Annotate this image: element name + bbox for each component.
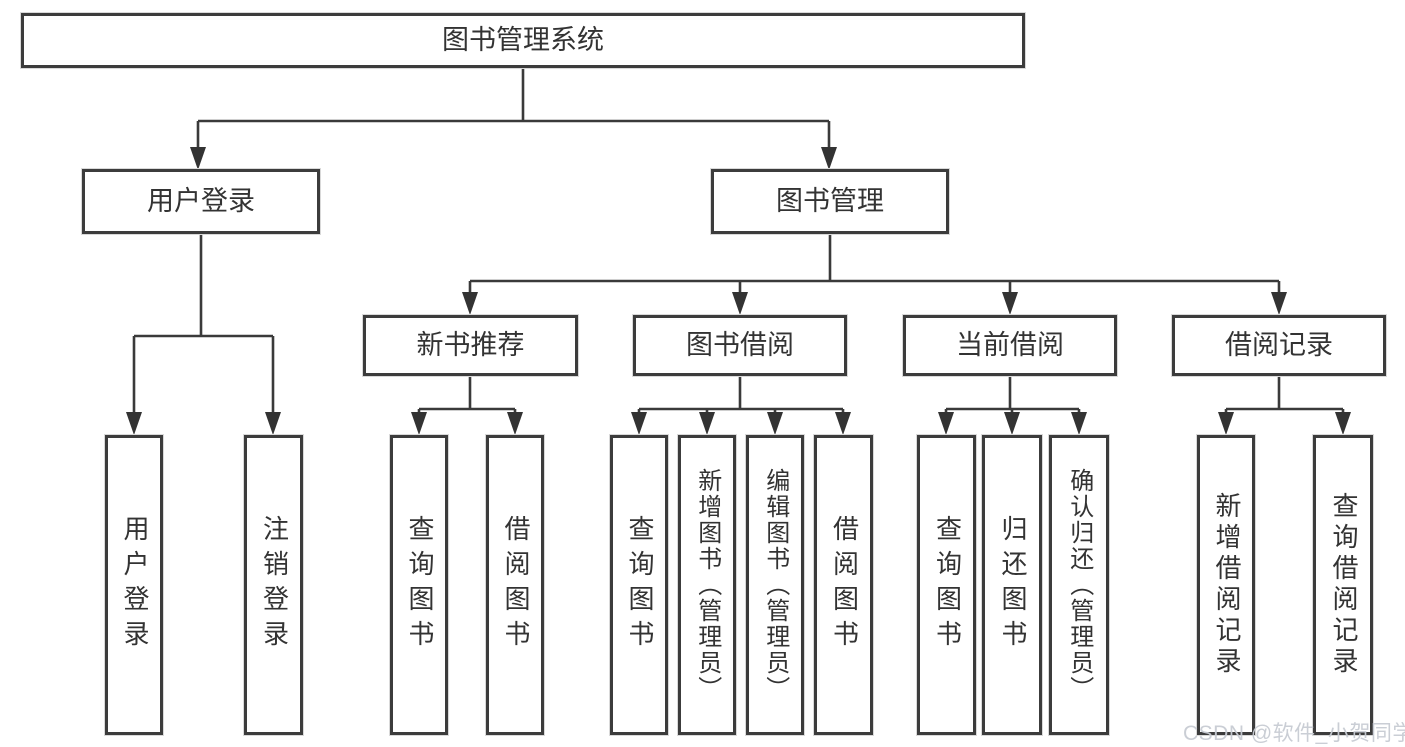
leaf-add-books-admin: 新增图书（管理员） <box>678 435 736 735</box>
leaf-confirm-return-admin-label: 确认归还（管理员） <box>1065 468 1093 702</box>
leaf-query-borrow-record: 查询借阅记录 <box>1313 435 1373 735</box>
leaf-return-books-label: 归还图书 <box>997 515 1028 655</box>
node-borrow-records: 借阅记录 <box>1172 315 1386 376</box>
node-new-books-label: 新书推荐 <box>416 329 525 360</box>
leaf-query-books-1-label: 查询图书 <box>404 515 435 655</box>
node-root: 图书管理系统 <box>21 13 1025 68</box>
leaf-add-borrow-record-label: 新增借阅记录 <box>1211 492 1242 678</box>
leaf-add-books-admin-label: 新增图书（管理员） <box>693 468 721 702</box>
leaf-query-books-3: 查询图书 <box>917 435 976 735</box>
leaf-borrow-books-1-label: 借阅图书 <box>500 515 531 655</box>
leaf-edit-books-admin-label: 编辑图书（管理员） <box>761 468 789 702</box>
leaf-query-books-2-label: 查询图书 <box>624 515 655 655</box>
node-borrow-records-label: 借阅记录 <box>1225 329 1333 360</box>
csdn-watermark: CSDN @软件_小贺同学 <box>1183 722 1405 745</box>
leaf-add-borrow-record: 新增借阅记录 <box>1197 435 1255 735</box>
node-user-login: 用户登录 <box>82 169 320 234</box>
leaf-query-books-2: 查询图书 <box>610 435 668 735</box>
node-book-borrow-label: 图书借阅 <box>686 329 794 360</box>
leaf-query-books-1: 查询图书 <box>390 435 448 735</box>
leaf-logout: 注销登录 <box>244 435 303 735</box>
leaf-user-login: 用户登录 <box>105 435 163 735</box>
node-user-login-label: 用户登录 <box>147 185 255 216</box>
node-book-mgmt: 图书管理 <box>711 169 949 234</box>
node-book-mgmt-label: 图书管理 <box>776 185 884 216</box>
leaf-query-borrow-record-label: 查询借阅记录 <box>1328 492 1359 678</box>
leaf-return-books: 归还图书 <box>982 435 1042 735</box>
node-root-label: 图书管理系统 <box>442 24 604 55</box>
leaf-edit-books-admin: 编辑图书（管理员） <box>746 435 804 735</box>
leaf-query-books-3-label: 查询图书 <box>932 515 963 655</box>
leaf-borrow-books-2: 借阅图书 <box>814 435 873 735</box>
node-book-borrow: 图书借阅 <box>633 315 847 376</box>
node-new-books: 新书推荐 <box>363 315 578 376</box>
leaf-borrow-books-1: 借阅图书 <box>486 435 544 735</box>
node-current-borrow: 当前借阅 <box>903 315 1117 376</box>
node-current-borrow-label: 当前借阅 <box>956 329 1064 360</box>
leaf-borrow-books-2-label: 借阅图书 <box>829 515 860 655</box>
leaf-logout-label: 注销登录 <box>259 515 290 655</box>
leaf-user-login-label: 用户登录 <box>119 515 150 655</box>
leaf-confirm-return-admin: 确认归还（管理员） <box>1049 435 1109 735</box>
arrowheads <box>126 147 1351 435</box>
